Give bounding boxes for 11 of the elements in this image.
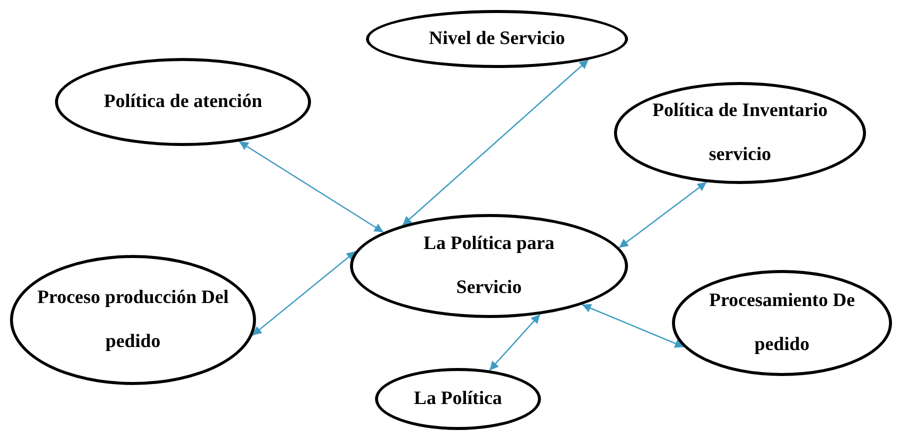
double-arrow xyxy=(238,140,384,233)
node-label: Procesamiento De pedido xyxy=(708,289,856,357)
double-arrow xyxy=(618,182,707,248)
node-label: Proceso producción Del pedido xyxy=(36,286,230,354)
node-label: Política de atención xyxy=(104,90,262,114)
double-arrow xyxy=(582,304,684,348)
node-label: Política de Inventario servicio xyxy=(651,99,829,167)
node-label: La Política xyxy=(414,387,502,411)
node-label: Nivel de Servicio xyxy=(428,27,566,51)
double-arrow xyxy=(402,59,589,226)
node-label: La Política para Servicio xyxy=(422,232,556,300)
